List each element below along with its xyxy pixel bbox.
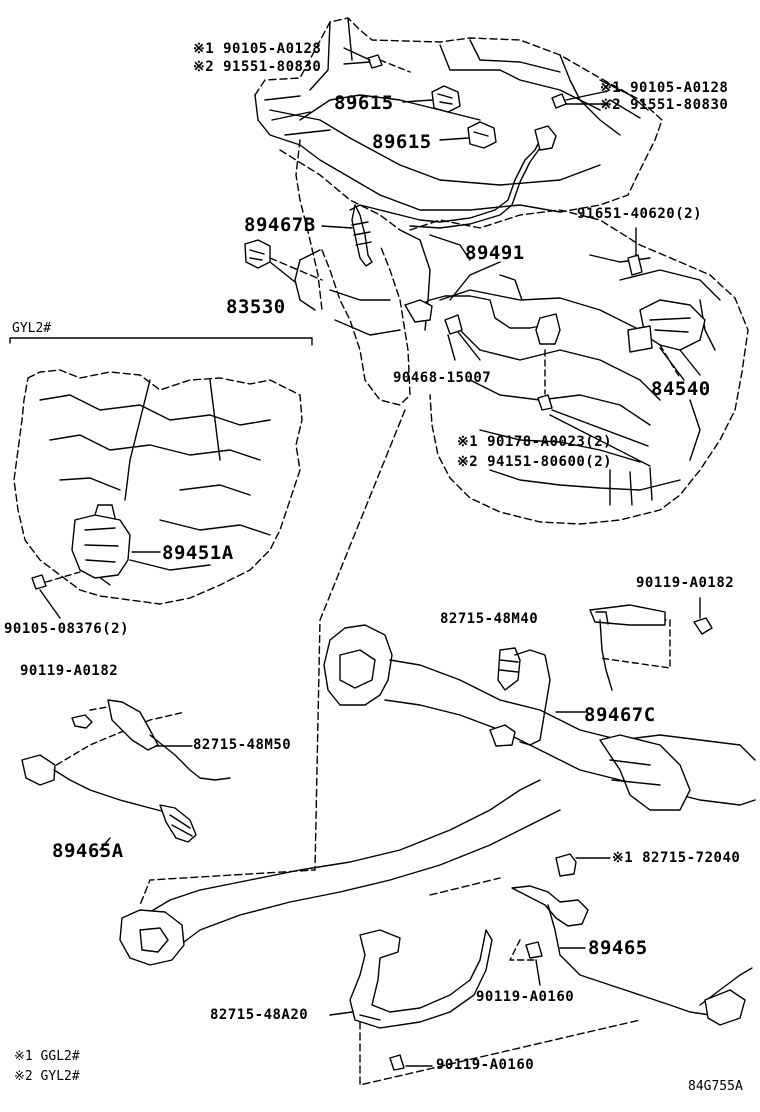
- legend-note: ※1 GGL2#: [14, 1049, 80, 1064]
- part-number-label: ※2 94151-80600(2): [457, 454, 613, 470]
- upper-sensor-parts: [244, 47, 706, 467]
- sensor-89465-assembly: [329, 597, 753, 1071]
- part-number-label: 89491: [465, 242, 525, 264]
- legend-note: ※2 GYL2#: [14, 1069, 80, 1084]
- part-number-label: 83530: [226, 296, 286, 318]
- part-number-label: 89467B: [244, 214, 316, 236]
- part-number-label: 89465: [588, 937, 648, 959]
- part-number-label: 90105-08376(2): [4, 621, 130, 637]
- part-number-label: 90468-15007: [393, 370, 492, 386]
- part-number-label: 90119-A0160: [436, 1057, 535, 1073]
- part-number-label: ※2 91551-80830: [600, 97, 729, 113]
- part-number-label: ※1 90105-A0128: [193, 41, 322, 57]
- part-number-label: 82715-48M50: [193, 737, 292, 753]
- part-number-label: 82715-48A20: [210, 1007, 309, 1023]
- part-number-label: ※1 90105-A0128: [600, 80, 729, 96]
- part-number-label: 89615: [334, 92, 394, 114]
- gyl2-transaxle: [9, 337, 313, 619]
- part-number-label: 89465A: [52, 840, 124, 862]
- part-number-label: ※1 82715-72040: [612, 850, 741, 866]
- part-number-label: 84540: [651, 378, 711, 400]
- part-number-label: 91651-40620(2): [577, 206, 703, 222]
- part-number-label: 89467C: [584, 704, 656, 726]
- diagram-code: 84G755A: [688, 1079, 743, 1094]
- part-number-label: 89451A: [162, 542, 234, 564]
- engine-block: [254, 17, 749, 525]
- group-label: GYL2#: [12, 321, 52, 336]
- sensor-89465A-assembly: [21, 699, 231, 851]
- part-number-label: 82715-48M40: [440, 611, 539, 627]
- part-number-label: 90119-A0160: [476, 989, 575, 1005]
- part-number-label: ※1 90178-A0023(2): [457, 434, 613, 450]
- part-number-label: ※2 91551-80830: [193, 59, 322, 75]
- part-number-label: 90119-A0182: [636, 575, 735, 591]
- sensor-89467C-assembly: [489, 604, 666, 747]
- part-number-label: 89615: [372, 131, 432, 153]
- part-number-label: 90119-A0182: [20, 663, 119, 679]
